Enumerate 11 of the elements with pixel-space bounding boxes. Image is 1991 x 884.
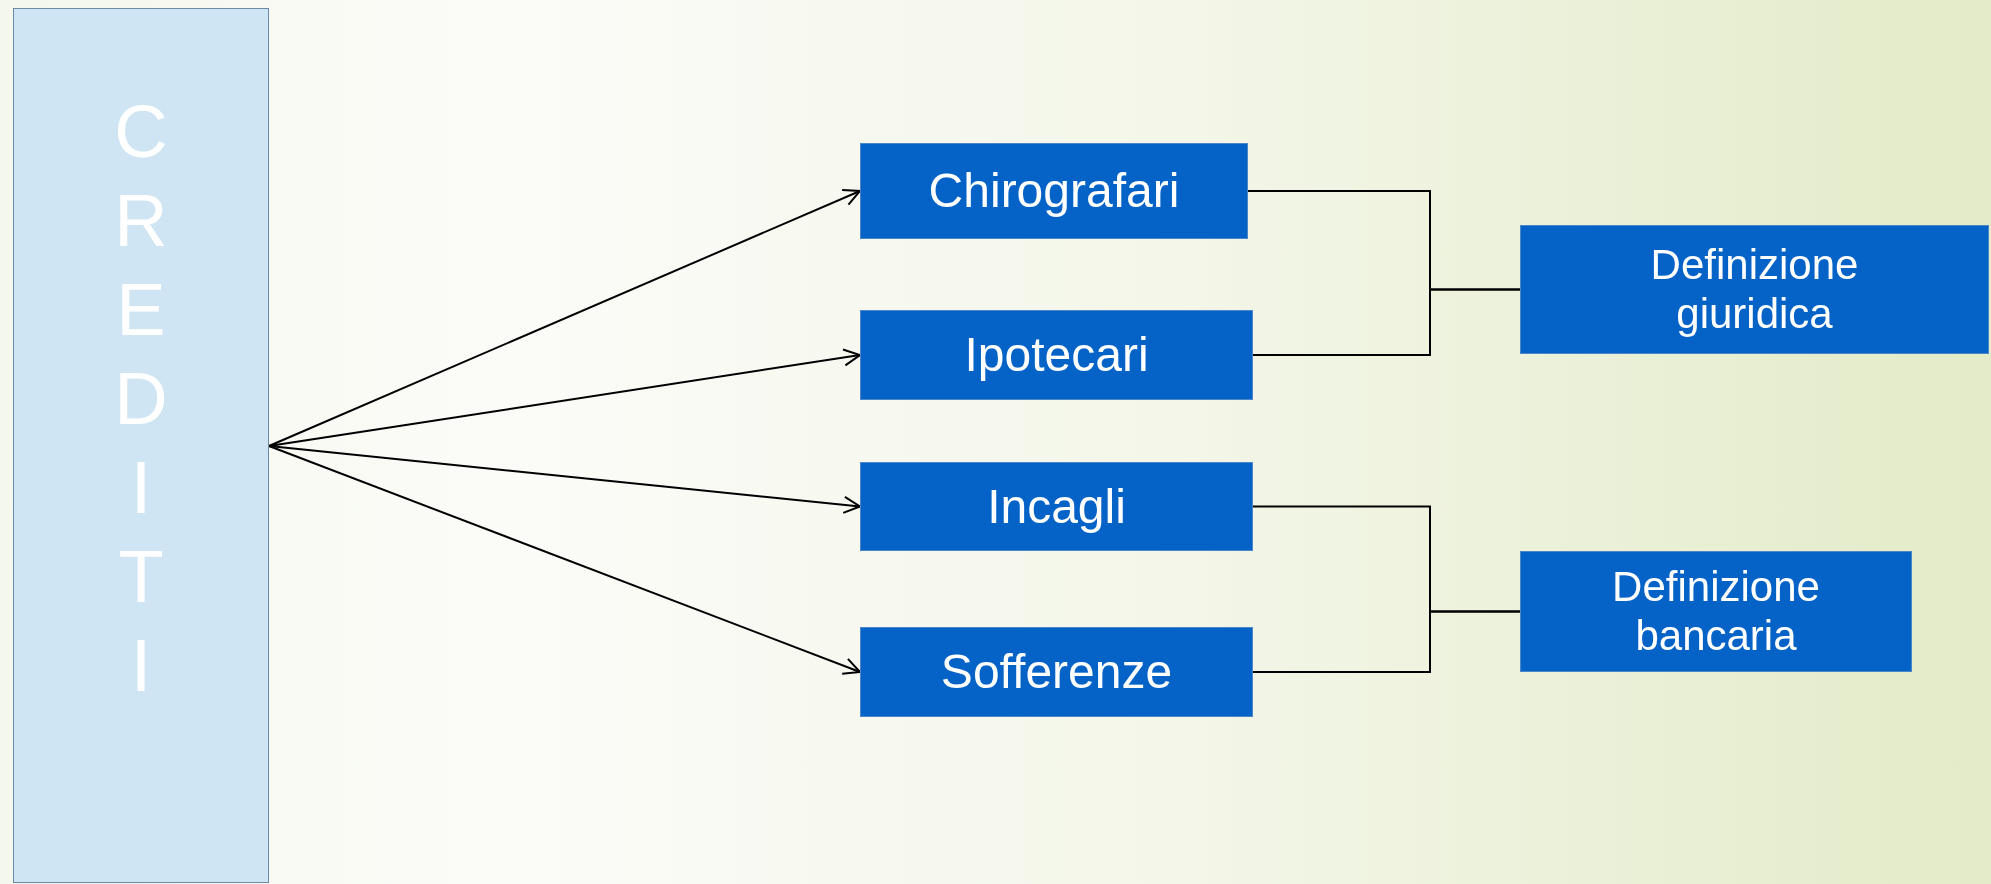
category-box: Ipotecari — [860, 310, 1253, 400]
category-box: Chirografari — [860, 143, 1248, 239]
bracket-connector — [1252, 288, 1521, 356]
definition-box: Definizione bancaria — [1520, 551, 1912, 672]
definition-box: Definizione giuridica — [1520, 225, 1989, 354]
category-box: Sofferenze — [860, 627, 1253, 717]
arrow — [268, 189, 861, 447]
category-box: Incagli — [860, 462, 1253, 551]
arrow — [268, 445, 861, 514]
bracket-connector — [1252, 610, 1521, 673]
arrow — [268, 445, 861, 675]
